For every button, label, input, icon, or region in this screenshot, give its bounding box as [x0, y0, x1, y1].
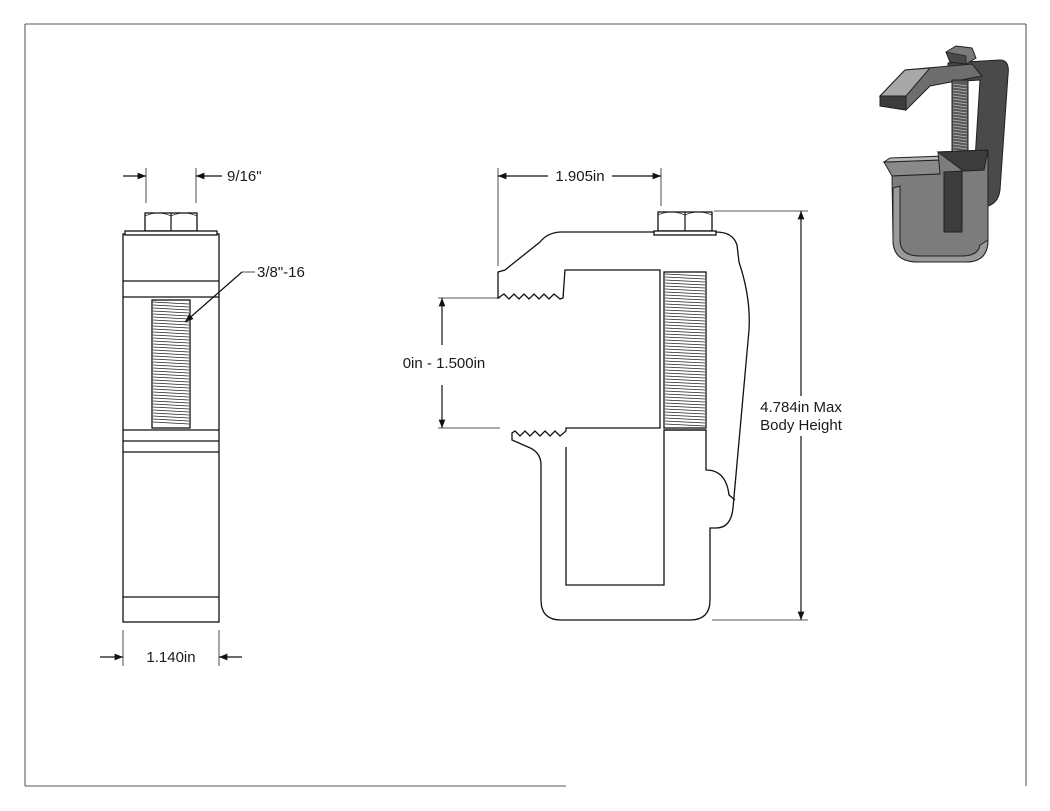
height-label-line2: Body Height: [760, 417, 843, 434]
side-view: [497, 211, 750, 621]
nut-width-label: 9/16": [227, 168, 262, 185]
isometric-view: [878, 45, 1009, 263]
thread-callout: 3/8"-16: [184, 264, 305, 323]
front-view: [122, 212, 220, 623]
height-dimension: 4.784in Max Body Height: [712, 210, 843, 621]
height-label-line1: 4.784in Max: [760, 399, 842, 416]
body-width-label: 1.140in: [146, 649, 195, 666]
threaded-bolt-front: [151, 299, 191, 429]
opening-label: 0in - 1.500in: [403, 355, 486, 372]
thread-label: 3/8"-16: [257, 264, 305, 281]
iso-lower-jaw: [883, 159, 941, 177]
threaded-bolt-side: [663, 271, 707, 429]
hex-nut-side: [653, 211, 717, 236]
jaw-depth-dimension: 1.905in: [497, 168, 662, 266]
nut-width-dimension: 9/16": [123, 168, 262, 203]
sheet-border: [24, 23, 1027, 787]
opening-dimension: 0in - 1.500in: [403, 297, 500, 429]
jaw-depth-label: 1.905in: [555, 168, 604, 185]
hex-nut-front: [124, 212, 218, 236]
clamp-inner-hook: [565, 429, 736, 586]
iso-bolt: [945, 45, 977, 163]
body-width-dimension: 1.140in: [100, 630, 242, 666]
